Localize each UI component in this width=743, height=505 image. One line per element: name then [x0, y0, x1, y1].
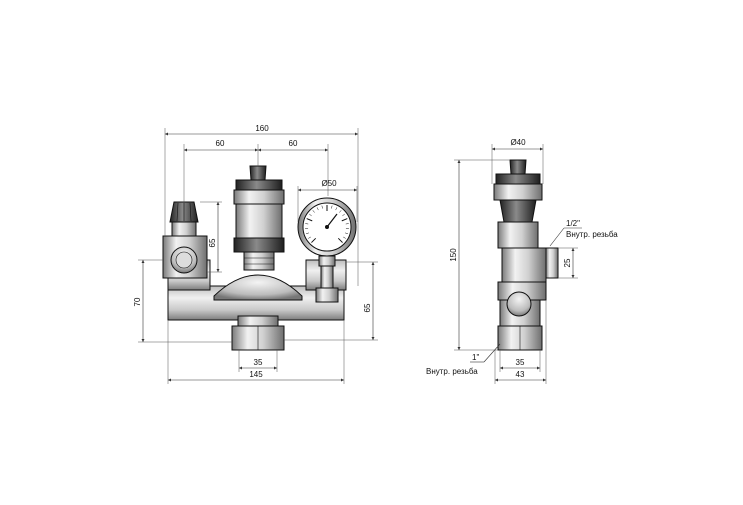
- dim-inlet-width-label: 35: [516, 358, 525, 367]
- front-air-vent: [233, 165, 285, 271]
- gauge-tick: [311, 237, 317, 243]
- gauge-tick: [316, 207, 319, 211]
- dim-gauge-diameter: Ø50: [297, 179, 358, 222]
- dim-body-width-label: 145: [249, 370, 263, 379]
- dim-left-spacing-label: 60: [216, 139, 225, 148]
- dim-outlet-offset: 25: [558, 247, 578, 279]
- inlet-thread-type: Внутр. резьба: [426, 367, 478, 376]
- dim-valve-height: 65: [200, 201, 222, 273]
- dim-body-width: 145: [167, 320, 345, 384]
- inlet-thread-callout: 1" Внутр. резьба: [426, 343, 501, 376]
- dim-inlet-width: 35: [499, 350, 541, 372]
- dim-top-diameter-label: Ø40: [510, 138, 526, 147]
- outlet-thread-size: 1/2": [566, 219, 580, 228]
- dim-overall-width: 160: [164, 124, 359, 286]
- gauge-tick: [309, 213, 312, 217]
- dim-body-depth-label: 43: [516, 370, 525, 379]
- gauge-tick: [337, 237, 343, 243]
- gauge-tick: [305, 232, 310, 235]
- side-body: [497, 247, 547, 351]
- dim-valve-height-label: 65: [208, 238, 217, 247]
- dim-outlet-offset-label: 25: [563, 258, 572, 267]
- gauge-tick: [339, 210, 342, 213]
- outlet-thread-type: Внутр. резьба: [566, 230, 618, 239]
- side-view: Ø40 150 25 1/2" Внутр. резьба 1": [426, 138, 618, 384]
- gauge-tick: [344, 232, 349, 235]
- side-air-vent: [493, 159, 559, 279]
- gauge-tick: [312, 210, 315, 213]
- dim-right-height: 65: [284, 261, 378, 341]
- dim-top-diameter: Ø40: [491, 138, 544, 184]
- gauge-tick: [308, 236, 311, 239]
- dim-gauge-diameter-label: Ø50: [321, 179, 337, 188]
- dim-overall-width-label: 160: [255, 124, 269, 133]
- gauge-tick: [335, 207, 338, 211]
- inlet-thread-size: 1": [472, 353, 479, 362]
- dim-outlet-width: 35: [238, 350, 278, 372]
- outlet-thread-callout: 1/2" Внутр. резьба: [549, 219, 618, 247]
- gauge-tick: [306, 218, 313, 222]
- gauge-tick: [321, 205, 323, 209]
- front-safety-valve: [162, 201, 208, 279]
- front-pressure-gauge: [297, 197, 357, 303]
- dim-spacing: 60 60: [183, 139, 329, 202]
- front-bottom-outlet: [231, 315, 285, 351]
- dim-right-height-label: 65: [363, 303, 372, 312]
- front-view: 160 60 60 Ø50 65: [133, 124, 378, 384]
- dim-outlet-width-label: 35: [254, 358, 263, 367]
- gauge-tick: [342, 213, 345, 217]
- dim-total-height-label: 150: [449, 248, 458, 262]
- dim-body-height-label: 70: [133, 297, 142, 306]
- dim-total-height: 150: [449, 159, 510, 351]
- gauge-tick: [331, 205, 333, 209]
- gauge-tick: [343, 236, 346, 239]
- dim-body-height: 70: [133, 259, 232, 343]
- gauge-tick: [341, 218, 348, 222]
- dim-body-depth: 43: [494, 300, 547, 384]
- dim-right-spacing-label: 60: [289, 139, 298, 148]
